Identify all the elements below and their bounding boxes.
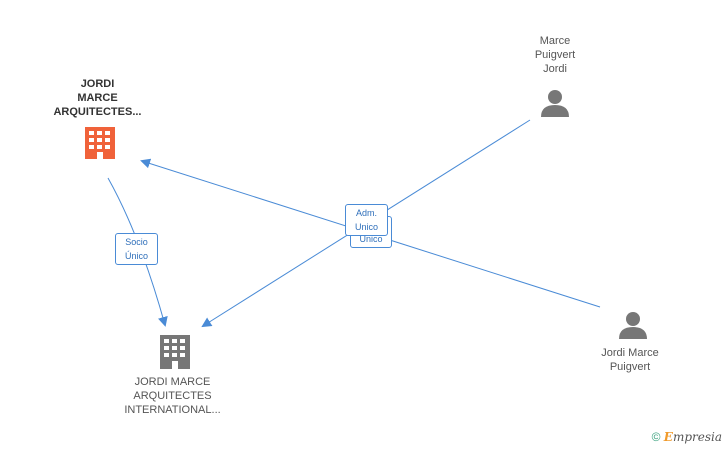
person-icon[interactable] (541, 90, 569, 117)
person-top-label[interactable]: Marce Puigvert Jordi (534, 35, 576, 75)
brand-logo: Empresia (663, 430, 722, 444)
building-icon[interactable] (160, 335, 190, 369)
person-right-label[interactable]: Jordi Marce Puigvert (601, 347, 659, 373)
edge-label-adm-unico[interactable]: Adm. Unico (345, 204, 388, 236)
copyright-icon: © (651, 430, 661, 444)
edge-label-socio-unico[interactable]: Socio Único (115, 233, 158, 265)
building-icon[interactable] (85, 127, 115, 159)
person-icon[interactable] (619, 312, 647, 339)
footer-brand: © Empresia (652, 430, 722, 444)
company-bottom-label[interactable]: JORDI MARCE ARQUITECTES INTERNATIONAL... (124, 376, 221, 416)
company-top-label[interactable]: JORDI MARCE ARQUITECTES... (53, 78, 142, 118)
